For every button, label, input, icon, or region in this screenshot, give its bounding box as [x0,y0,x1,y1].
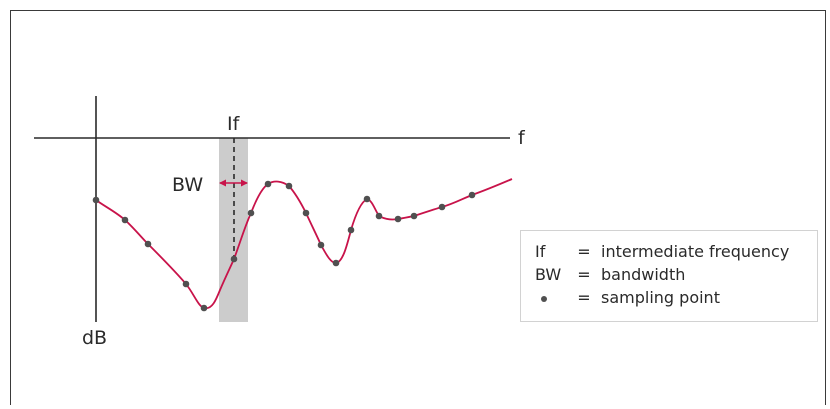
legend-equals: = [577,265,591,284]
sampling-point [347,226,355,234]
db-axis-label: dB [82,327,107,349]
sampling-point [92,196,100,204]
sampling-point [468,191,476,199]
legend-key: BW [535,265,562,284]
f-axis-label: f [518,127,526,149]
sampling-point [144,240,152,248]
legend-box: If = intermediate frequency BW = bandwid… [520,230,818,322]
sampling-point [332,259,340,267]
sampling-point [302,209,310,217]
sampling-point [410,212,418,220]
legend-description: sampling point [601,288,720,307]
legend-description: intermediate frequency [601,242,790,261]
legend-key-symbol [535,287,575,309]
sampling-point [394,215,402,223]
sampling-point [200,304,208,312]
sampling-point [264,180,272,188]
sampling-point [317,241,325,249]
if-marker-label: If [227,113,241,135]
sampling-point [375,212,383,220]
sampling-point [438,203,446,211]
legend-key: If [535,242,546,261]
legend-equals: = [577,288,591,307]
sampling-point [182,280,190,288]
sampling-point-icon [541,295,547,302]
response-curve [95,178,513,310]
bw-marker-label: BW [172,174,203,196]
sampling-points [92,180,476,312]
sampling-point [363,195,371,203]
sampling-point [247,209,255,217]
sampling-point [230,255,238,263]
legend-equals: = [577,242,591,261]
diagram-frame [10,10,826,405]
sampling-point [121,216,129,224]
legend-description: bandwidth [601,265,686,284]
sampling-point [285,182,293,190]
